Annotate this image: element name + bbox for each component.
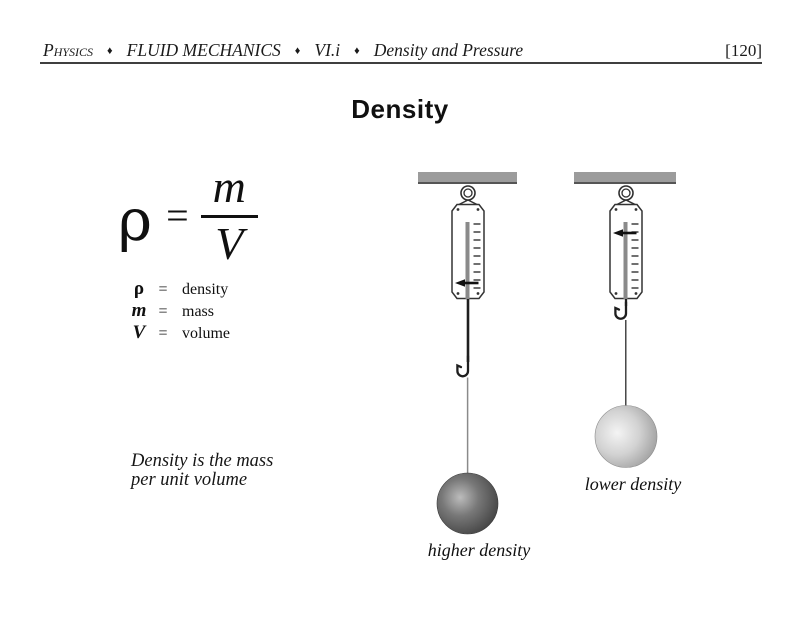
scale-tick-marks xyxy=(631,223,639,289)
spring-scales-diagram xyxy=(418,172,676,535)
legend-equals: = xyxy=(158,325,168,342)
hook-icon xyxy=(456,354,470,378)
hanger-ring-icon xyxy=(460,185,476,201)
page-header: Physics ♦ FLUID MECHANICS ♦ VI.i ♦ Densi… xyxy=(43,40,762,61)
scale-pointer-low xyxy=(455,279,479,287)
legend-equals: = xyxy=(158,303,168,320)
hanger-ring-inner xyxy=(621,188,631,198)
lower-density-label: lower density xyxy=(584,474,682,494)
legend-meaning-mass: mass xyxy=(182,303,214,320)
formula-equals-sign: = xyxy=(166,192,189,238)
formula-denominator: V xyxy=(215,218,244,269)
scale-rivets xyxy=(614,208,638,295)
breadcrumb-chapter: Density and Pressure xyxy=(373,40,524,60)
hanger-ring-inner xyxy=(463,188,473,198)
legend-meaning-volume: volume xyxy=(182,325,230,342)
legend-equals: = xyxy=(158,281,168,298)
density-formula: ρ = m V xyxy=(118,164,258,267)
definition-caption: Density is the mass per unit volume xyxy=(131,452,273,490)
scale-rivets xyxy=(456,208,480,295)
legend-symbol-rho: ρ xyxy=(133,278,145,299)
scale-pointer-high xyxy=(613,229,637,237)
legend-symbol-volume: V xyxy=(132,322,146,343)
ceiling-bar-edge xyxy=(418,182,517,184)
legend-meaning-density: density xyxy=(182,281,229,298)
right-spring-scale xyxy=(574,172,676,468)
diamond-separator-icon: ♦ xyxy=(107,45,113,57)
ceiling-bar xyxy=(418,172,517,182)
breadcrumb-subject: Physics xyxy=(43,40,94,60)
left-spring-scale xyxy=(418,172,517,535)
higher-density-label: higher density xyxy=(427,540,531,560)
page-title: Density xyxy=(351,94,449,124)
scale-tick-marks xyxy=(473,223,481,289)
ceiling-bar-edge xyxy=(574,182,676,184)
diamond-separator-icon: ♦ xyxy=(294,45,301,57)
diamond-separator-icon: ♦ xyxy=(354,45,360,57)
breadcrumb: Physics ♦ FLUID MECHANICS ♦ VI.i ♦ Densi… xyxy=(43,40,523,61)
lower-density-ball xyxy=(594,405,658,468)
scale-spring-rod xyxy=(465,222,470,299)
hanger-ring-icon xyxy=(618,185,634,201)
caption-line-2: per unit volume xyxy=(131,470,248,490)
higher-density-ball xyxy=(436,472,499,535)
header-rule xyxy=(40,62,762,64)
ceiling-bar xyxy=(574,172,676,182)
hook-icon xyxy=(614,300,628,320)
legend-symbol-mass: m xyxy=(131,300,147,321)
caption-line-1: Density is the mass xyxy=(131,451,274,471)
formula-rho-symbol: ρ xyxy=(118,185,153,254)
formula-fraction: m V xyxy=(200,164,258,269)
breadcrumb-topic: FLUID MECHANICS xyxy=(126,40,281,60)
symbol-legend: ρ = density m = mass V = volume xyxy=(126,279,230,343)
page-number: [120] xyxy=(725,41,762,60)
formula-numerator: m xyxy=(200,164,258,218)
scale-spring-rod xyxy=(623,222,628,299)
breadcrumb-section-number: VI.i xyxy=(314,40,341,60)
